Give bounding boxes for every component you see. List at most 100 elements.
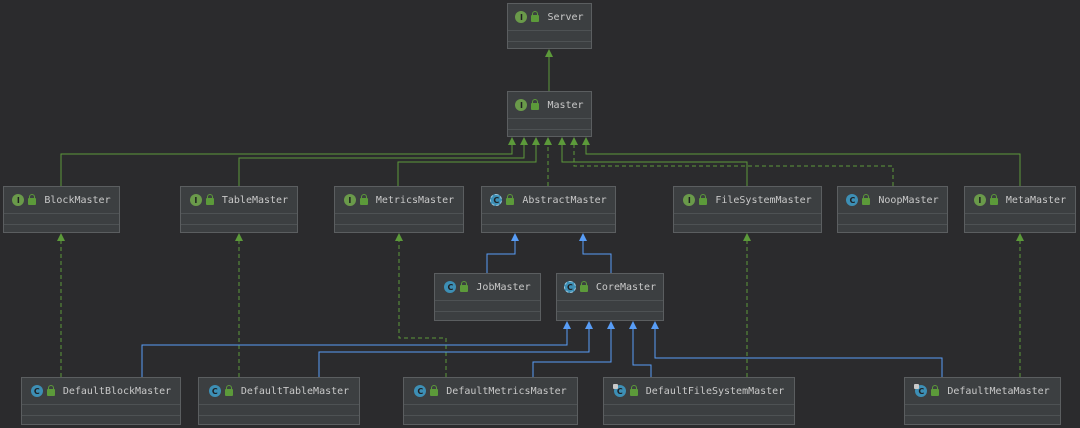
node-default-meta-master[interactable]: C DefaultMetaMaster [904, 377, 1061, 425]
node-master[interactable]: I Master [507, 91, 592, 137]
arrowhead [544, 137, 552, 145]
final-class-icon: C [914, 384, 928, 397]
arrowhead [579, 233, 587, 241]
node-label: NoopMaster [878, 194, 939, 206]
arrowhead [607, 321, 615, 329]
edge-defaultmetrics-metricsmaster [398, 241, 447, 377]
arrowhead [545, 49, 553, 57]
class-icon: C [444, 281, 457, 293]
interface-icon: I [515, 11, 528, 23]
edge-filesystemmaster-master [561, 145, 748, 186]
edge-defaultmetrics-coremaster [532, 329, 612, 377]
interface-icon: I [343, 194, 356, 206]
lock-icon [430, 384, 439, 396]
node-abstract-master[interactable]: C AbstractMaster [481, 186, 616, 233]
arrowhead [57, 233, 65, 241]
lock-icon [629, 384, 638, 396]
edge-defaultmeta-coremaster [654, 329, 943, 377]
node-metrics-master[interactable]: I MetricsMaster [334, 186, 464, 233]
edge-defaultfs-coremaster [632, 329, 652, 377]
node-server[interactable]: I Server [507, 3, 592, 49]
edge-defaultblock-coremaster [141, 329, 568, 377]
node-block-master[interactable]: I BlockMaster [3, 186, 120, 233]
interface-icon: I [12, 194, 25, 206]
node-label: DefaultBlockMaster [62, 385, 172, 397]
arrowhead [558, 137, 566, 145]
lock-icon [989, 193, 998, 205]
node-label: CoreMaster [595, 281, 657, 293]
arrowhead [743, 233, 751, 241]
lock-icon [359, 193, 368, 205]
node-label: MetaMaster [1005, 194, 1067, 206]
node-core-master[interactable]: C CoreMaster [556, 273, 664, 321]
node-file-system-master[interactable]: I FileSystemMaster [673, 186, 822, 233]
class-icon: C [414, 385, 427, 397]
arrowhead [651, 321, 659, 329]
node-default-metrics-master[interactable]: C DefaultMetricsMaster [403, 377, 578, 425]
arrowhead [570, 137, 578, 145]
edge-coremaster-abstractmaster [582, 241, 612, 273]
node-label: TableMaster [221, 194, 289, 206]
class-icon: C [846, 194, 859, 206]
arrowhead [563, 321, 571, 329]
edge-defaulttable-coremaster [318, 329, 590, 377]
lock-icon [46, 384, 55, 396]
abstract-class-icon: C [563, 281, 576, 293]
node-label: JobMaster [476, 281, 531, 293]
node-label: Server [547, 11, 584, 23]
node-default-file-system-master[interactable]: C DefaultFileSystemMaster [603, 377, 795, 425]
arrowhead [582, 137, 590, 145]
edge-metricsmaster-master [397, 145, 537, 186]
final-class-icon: C [612, 384, 626, 397]
interface-icon: I [973, 194, 986, 206]
lock-icon [460, 280, 469, 292]
lock-icon [224, 384, 233, 396]
arrowhead [511, 233, 519, 241]
node-label: DefaultMetricsMaster [446, 385, 567, 397]
edge-jobmaster-abstractmaster [486, 241, 516, 273]
lock-icon [862, 193, 871, 205]
node-noop-master[interactable]: C NoopMaster [837, 186, 948, 233]
arrowhead [520, 137, 528, 145]
interface-icon: I [683, 194, 696, 206]
lock-icon [931, 384, 940, 396]
node-meta-master[interactable]: I MetaMaster [964, 186, 1076, 233]
edge-noopmaster-master [573, 145, 894, 186]
class-icon: C [30, 385, 43, 397]
lock-icon [579, 280, 588, 292]
node-label: BlockMaster [44, 194, 111, 206]
edge-metamaster-master [585, 145, 1021, 186]
node-label: DefaultTableMaster [240, 385, 350, 397]
lock-icon [28, 193, 37, 205]
edge-tablemaster-master [238, 145, 525, 186]
interface-icon: I [515, 99, 528, 111]
lock-icon [205, 193, 214, 205]
node-label: DefaultFileSystemMaster [645, 385, 785, 397]
edge-blockmaster-master [60, 145, 513, 186]
class-icon: C [208, 385, 221, 397]
node-table-master[interactable]: I TableMaster [180, 186, 298, 233]
arrowhead [1016, 233, 1024, 241]
node-label: MetricsMaster [375, 194, 455, 206]
node-default-block-master[interactable]: C DefaultBlockMaster [21, 377, 181, 425]
lock-icon [506, 193, 515, 205]
node-job-master[interactable]: C JobMaster [434, 273, 541, 321]
node-label: FileSystemMaster [715, 194, 812, 206]
node-label: AbstractMaster [522, 194, 607, 206]
node-default-table-master[interactable]: C DefaultTableMaster [198, 377, 360, 425]
node-label: Master [547, 99, 584, 111]
abstract-class-icon: C [490, 194, 503, 206]
lock-icon [699, 193, 708, 205]
arrowhead [585, 321, 593, 329]
arrowhead [235, 233, 243, 241]
interface-icon: I [189, 194, 202, 206]
lock-icon [531, 98, 540, 110]
arrowhead [395, 233, 403, 241]
arrowhead [629, 321, 637, 329]
arrowhead [532, 137, 540, 145]
arrowhead [508, 137, 516, 145]
lock-icon [531, 10, 540, 22]
node-label: DefaultMetaMaster [947, 385, 1050, 397]
